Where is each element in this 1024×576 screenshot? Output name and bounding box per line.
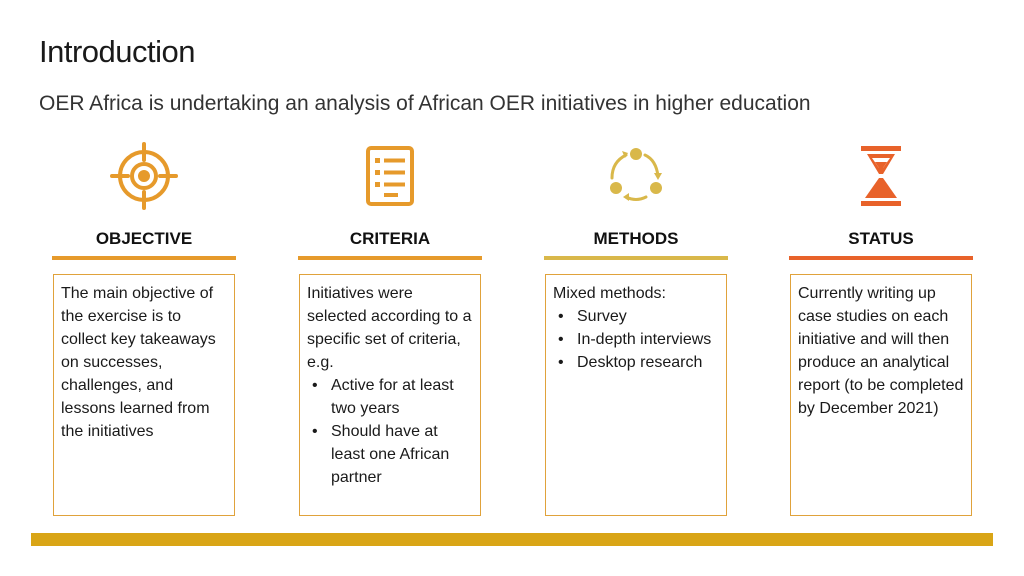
hourglass-icon <box>845 140 917 212</box>
status-rule <box>789 256 973 260</box>
criteria-intro: Initiatives were selected according to a… <box>307 285 472 371</box>
methods-list: Survey In-depth interviews Desktop resea… <box>553 305 719 374</box>
page-subtitle: OER Africa is undertaking an analysis of… <box>39 92 811 115</box>
objective-heading: OBJECTIVE <box>95 229 193 248</box>
criteria-box: Initiatives were selected according to a… <box>299 274 481 516</box>
target-icon <box>108 140 180 212</box>
objective-text: The main objective of the exercise is to… <box>61 285 216 440</box>
cycle-icon <box>600 140 672 212</box>
list-item: In-depth interviews <box>553 328 719 351</box>
objective-box: The main objective of the exercise is to… <box>53 274 235 516</box>
methods-heading: METHODS <box>593 229 679 248</box>
list-item: Active for at least two years <box>307 374 473 420</box>
checklist-icon <box>354 140 426 212</box>
methods-intro: Mixed methods: <box>553 285 666 302</box>
criteria-heading: CRITERIA <box>349 229 431 248</box>
list-item: Desktop research <box>553 351 719 374</box>
methods-rule <box>544 256 728 260</box>
list-item: Should have at least one African partner <box>307 420 473 489</box>
criteria-list: Active for at least two years Should hav… <box>307 374 473 489</box>
status-text: Currently writing up case studies on eac… <box>798 285 964 417</box>
status-box: Currently writing up case studies on eac… <box>790 274 972 516</box>
methods-box: Mixed methods: Survey In-depth interview… <box>545 274 727 516</box>
criteria-rule <box>298 256 482 260</box>
page-title: Introduction <box>39 34 196 69</box>
bottom-accent-bar <box>31 533 993 546</box>
objective-rule <box>52 256 236 260</box>
list-item: Survey <box>553 305 719 328</box>
status-heading: STATUS <box>848 229 914 248</box>
